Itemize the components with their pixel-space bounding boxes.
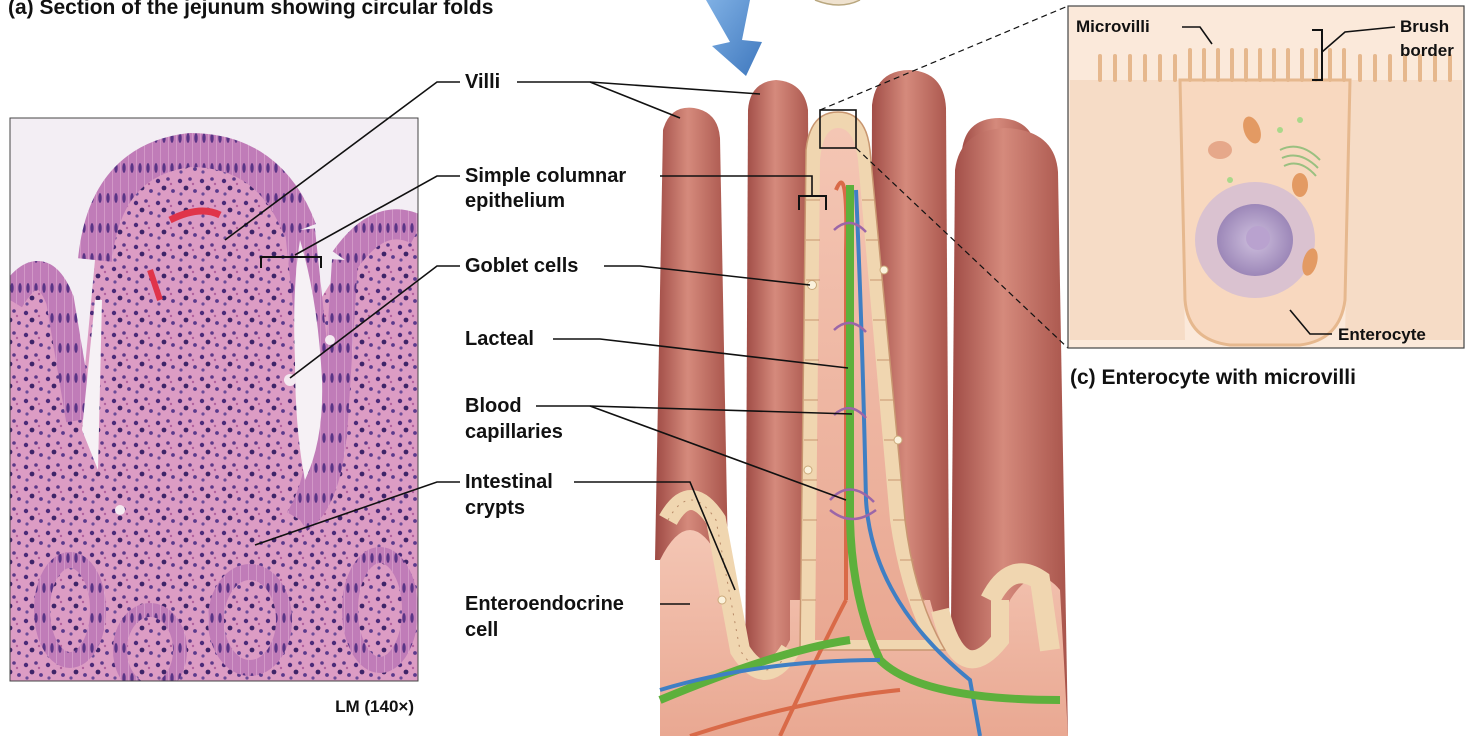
circular-fold-edge bbox=[815, 0, 860, 5]
label-lacteal: Lacteal bbox=[465, 328, 534, 350]
panel-c-caption: (c) Enterocyte with microvilli bbox=[1070, 366, 1356, 389]
label-brush-1: Brush bbox=[1400, 17, 1449, 36]
label-crypts-2: crypts bbox=[465, 497, 525, 519]
micrograph-magnification: LM (140×) bbox=[335, 697, 414, 716]
villus-illustration bbox=[655, 70, 1068, 736]
enterocyte-panel: Microvilli Brush border Enterocyte bbox=[1068, 6, 1464, 348]
label-brush-2: border bbox=[1400, 41, 1454, 60]
panel-a-caption: (a) Section of the jejunum showing circu… bbox=[8, 0, 493, 19]
zoom-arrow-icon bbox=[706, 0, 762, 76]
label-simple-columnar-2: epithelium bbox=[465, 190, 565, 212]
label-microvilli: Microvilli bbox=[1076, 17, 1150, 36]
label-crypts-1: Intestinal bbox=[465, 471, 553, 493]
label-enteroendocrine-2: cell bbox=[465, 619, 498, 641]
label-goblet-cells: Goblet cells bbox=[465, 255, 578, 277]
zoom-line-top bbox=[820, 6, 1068, 110]
light-micrograph bbox=[10, 118, 418, 690]
label-villi: Villi bbox=[465, 71, 500, 93]
label-enterocyte: Enterocyte bbox=[1338, 325, 1426, 344]
label-blood-1: Blood bbox=[465, 395, 522, 417]
label-simple-columnar-1: Simple columnar bbox=[465, 165, 626, 187]
label-enteroendocrine-1: Enteroendocrine bbox=[465, 593, 624, 615]
label-blood-2: capillaries bbox=[465, 421, 563, 443]
